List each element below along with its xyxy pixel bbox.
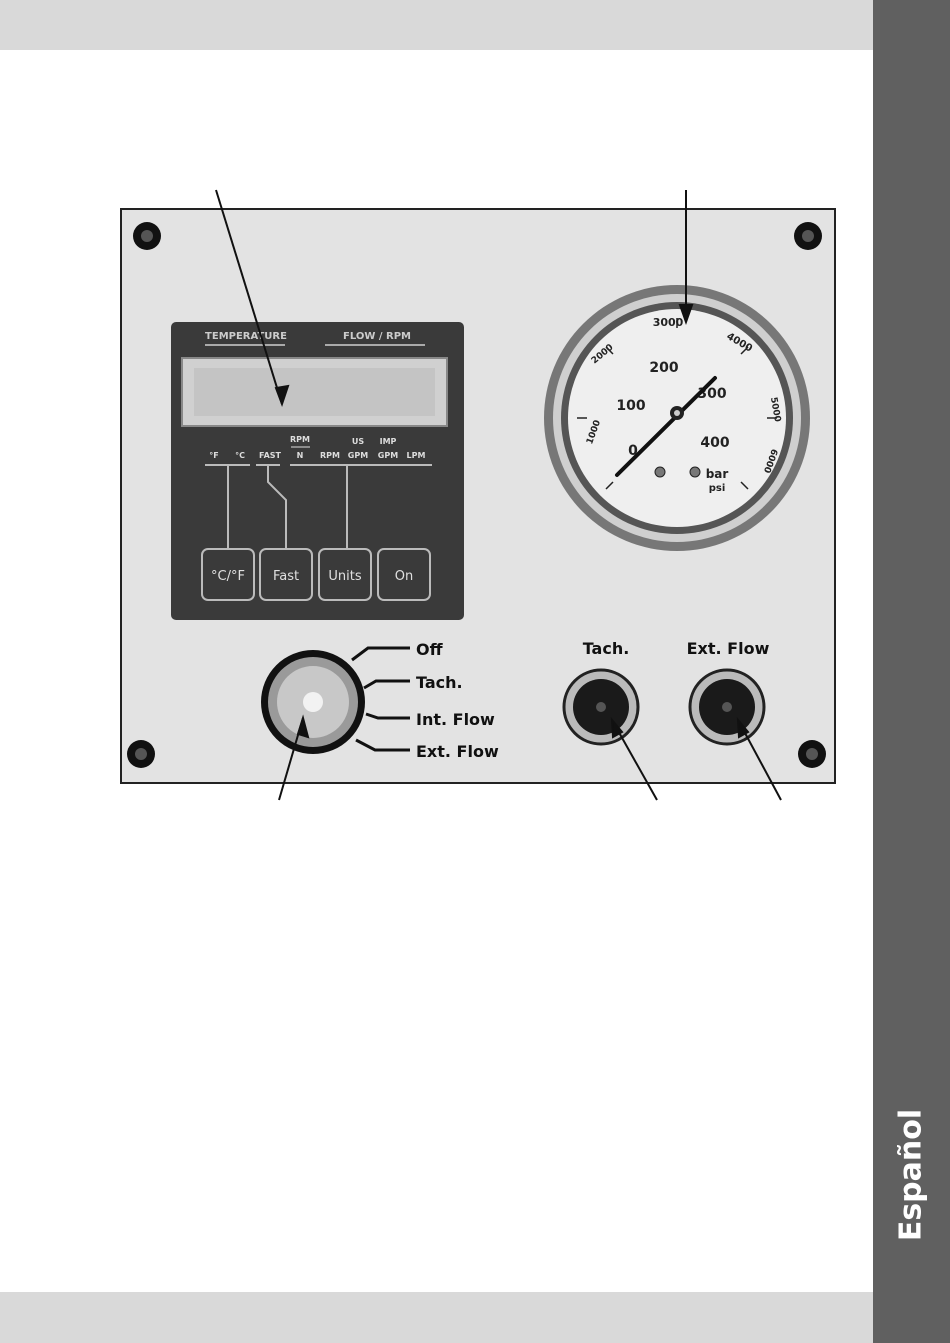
selector-ext-flow-label: Ext. Flow [416,742,499,761]
selector-off-label: Off [416,640,444,659]
ext-flow-connector[interactable] [690,670,764,744]
lcd-screen [194,368,435,416]
indicator-rpm-over-n-top: RPM [290,435,310,444]
indicator-rpm: RPM [320,451,340,460]
selector-knob[interactable] [261,650,365,754]
selector-tach-label: Tach. [416,673,463,692]
indicator-c: °C [235,451,245,460]
indicator-us-gpm: GPM [348,451,368,460]
fast-button-label: Fast [273,569,299,584]
indicator-lpm: LPM [407,451,426,460]
flow-rpm-header: FLOW / RPM [343,331,411,342]
pressure-gauge: 0 100 200 300 400 1000 2000 3000 4000 50… [544,285,810,551]
ext-flow-connector-label: Ext. Flow [687,639,770,658]
on-button[interactable]: On [378,549,430,600]
units-button-label: Units [328,569,361,584]
gauge-bar-200: 200 [649,360,678,376]
temp-unit-button[interactable]: °C/°F [202,549,254,600]
on-button-label: On [395,569,413,584]
tach-connector[interactable] [564,670,638,744]
temp-unit-button-label: °C/°F [211,569,245,584]
display-module: TEMPERATURE FLOW / RPM °F °C FAST RPM N … [171,322,464,620]
tach-connector-label: Tach. [583,639,630,658]
gauge-unit-bar: bar [706,467,729,481]
gauge-unit-psi: psi [709,483,726,494]
indicator-f: °F [209,451,218,460]
units-button[interactable]: Units [319,549,371,600]
gauge-psi-3000: 3000 [653,316,684,329]
indicator-imp-gpm: GPM [378,451,398,460]
fast-button[interactable]: Fast [260,549,312,600]
indicator-us: US [352,437,364,446]
selector-int-flow-label: Int. Flow [416,710,495,729]
indicator-imp: IMP [380,437,397,446]
indicator-rpm-over-n-bottom: N [297,451,304,460]
temperature-header: TEMPERATURE [205,331,287,342]
gauge-bar-100: 100 [616,398,645,414]
gauge-bar-400: 400 [700,435,729,451]
indicator-fast: FAST [259,451,282,460]
